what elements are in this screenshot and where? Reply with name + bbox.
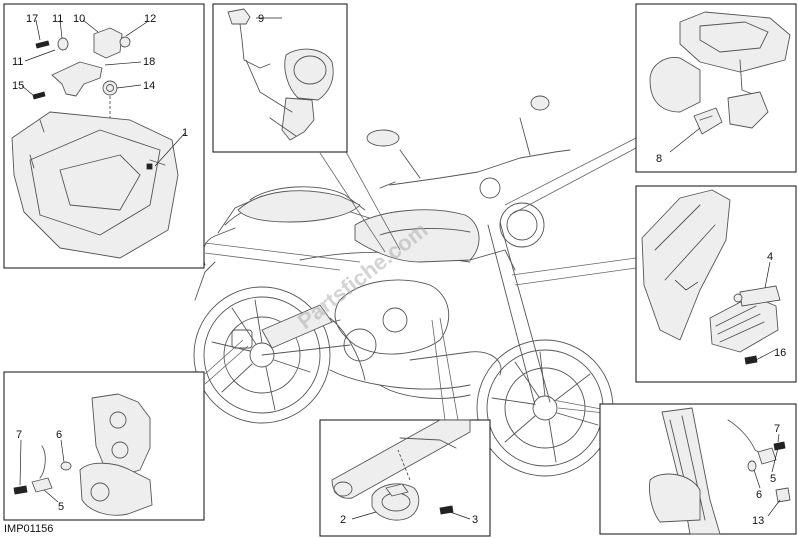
inset-throttle-body (212, 3, 348, 153)
label-8: 8 (656, 153, 662, 165)
label-12: 12 (144, 13, 156, 25)
inset-regulator (635, 185, 797, 383)
label-1: 1 (182, 127, 188, 139)
label-6: 6 (56, 429, 62, 441)
label-16: 16 (774, 347, 786, 359)
label-11: 11 (52, 13, 63, 25)
callout-lines (204, 137, 671, 421)
label-5: 5 (770, 473, 776, 485)
inset-rear-caliper (3, 371, 205, 521)
label-10: 10 (73, 13, 85, 25)
label-14: 14 (143, 80, 155, 92)
label-7: 7 (16, 429, 22, 441)
part-labels: 17 11 10 12 11 18 15 14 1 9 8 4 16 7 6 5… (12, 13, 786, 527)
label-7: 7 (774, 423, 780, 435)
label-15: 15 (12, 80, 24, 92)
inset-fork-bracket (635, 3, 797, 173)
inset-battery-tray (3, 3, 205, 269)
label-4: 4 (767, 251, 773, 263)
label-9: 9 (258, 13, 264, 25)
label-17: 17 (26, 13, 38, 25)
diagram-code: IMP01156 (4, 523, 53, 535)
label-6: 6 (756, 489, 762, 501)
label-11: 11 (12, 56, 23, 68)
inset-horn (319, 419, 491, 537)
label-13: 13 (752, 515, 764, 527)
label-2: 2 (340, 514, 346, 526)
label-5: 5 (58, 501, 64, 513)
label-18: 18 (143, 56, 155, 68)
motorcycle-drawing (193, 95, 614, 477)
inset-front-sensor (599, 403, 797, 535)
label-3: 3 (472, 514, 478, 526)
